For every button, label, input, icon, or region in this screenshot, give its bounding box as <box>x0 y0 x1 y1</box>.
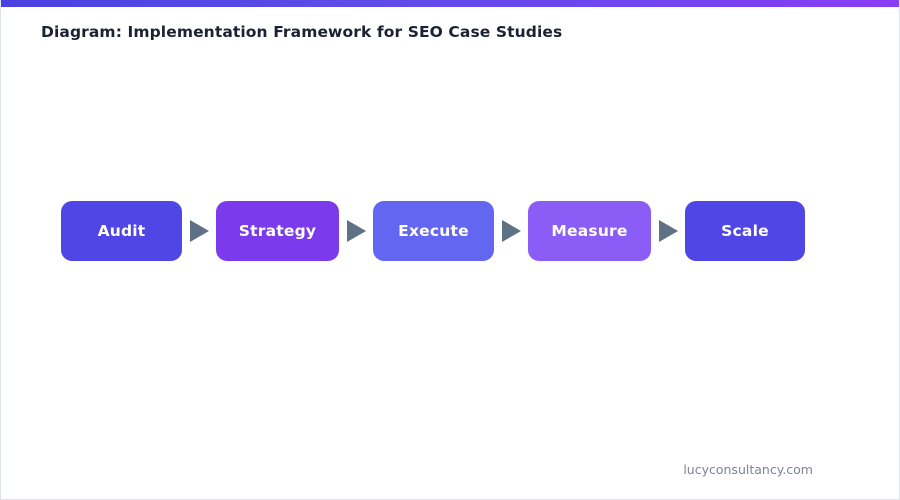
top-accent-bar <box>1 0 899 7</box>
flow-node-label: Execute <box>398 222 469 240</box>
flow-node-label: Measure <box>551 222 628 240</box>
flow-node-label: Audit <box>97 222 146 240</box>
flow-node-label: Scale <box>721 222 769 240</box>
flow-node-label: Strategy <box>238 222 317 240</box>
page-title: Diagram: Implementation Framework for SE… <box>41 23 563 41</box>
triangle-right-icon <box>182 201 216 261</box>
flow-node-strategy[interactable]: Strategy <box>216 201 339 261</box>
triangle-right-icon <box>339 201 373 261</box>
flow-node-measure[interactable]: Measure <box>528 201 651 261</box>
flow-node-execute[interactable]: Execute <box>373 201 494 261</box>
process-flow-diagram: Audit Strategy Execute Measure Scale <box>61 201 805 261</box>
flow-node-audit[interactable]: Audit <box>61 201 182 261</box>
flow-node-scale[interactable]: Scale <box>685 201 805 261</box>
triangle-right-icon <box>494 201 528 261</box>
footer-attribution: lucyconsultancy.com <box>683 462 813 477</box>
triangle-right-icon <box>651 201 685 261</box>
